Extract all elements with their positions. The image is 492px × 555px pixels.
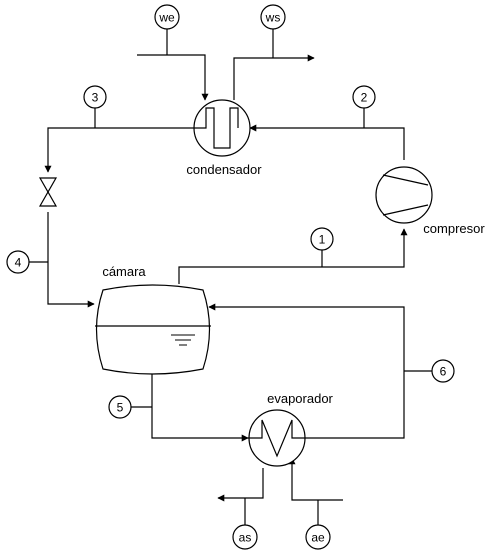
line-evaporador-to-camara [208,303,405,439]
evaporador-coil-icon [248,419,306,458]
state-1-marker: 1 [310,227,334,267]
stream-we-marker: we [154,4,180,55]
line-camara-to-compresor [178,228,408,284]
valve-top-triangle [38,177,58,194]
state-4-marker: 4 [6,250,48,274]
line-air-out [217,468,264,502]
line-valve-to-camara [47,212,95,308]
camara-body [95,284,211,375]
state-5-marker: 5 [108,395,152,419]
compresor-label: compresor [423,221,485,236]
valve-bottom-triangle [38,190,58,207]
line-condensador-to-valve [44,127,194,173]
expansion-valve [38,177,58,207]
camara-label: cámara [102,264,146,279]
compresor-blade-top [382,174,429,186]
state-6-label: 6 [440,365,447,379]
camara-vessel [95,284,211,375]
state-2-marker: 2 [352,85,376,128]
state-6-marker: 6 [404,359,455,383]
stream-as-label: as [239,531,252,545]
state-3-label: 3 [92,91,99,105]
evaporador-label: evaporador [267,391,333,406]
condensador-label: condensador [186,162,262,177]
state-5-label: 5 [117,401,124,415]
state-4-label: 4 [15,256,22,270]
evaporador-unit [248,409,306,467]
condensador-unit [193,99,251,157]
state-3-marker: 3 [83,85,107,128]
stream-ws-label: ws [265,11,281,25]
line-camara-to-evaporador [151,370,249,442]
state-2-label: 2 [361,91,368,105]
line-compresor-to-condensador [249,124,405,160]
compresor-unit [375,166,433,224]
stream-ae-marker: ae [305,500,331,550]
stream-we-label: we [158,11,175,25]
compresor-circle [375,166,433,224]
state-1-label: 1 [319,233,326,247]
condensador-coil-icon [194,107,239,149]
compresor-blade-bottom [382,204,429,216]
line-air-in [288,457,343,501]
stream-ae-label: ae [311,531,325,545]
line-water-out [233,54,315,100]
stream-ws-marker: ws [260,4,286,58]
stream-as-marker: as [232,498,258,550]
line-water-in [137,54,209,101]
